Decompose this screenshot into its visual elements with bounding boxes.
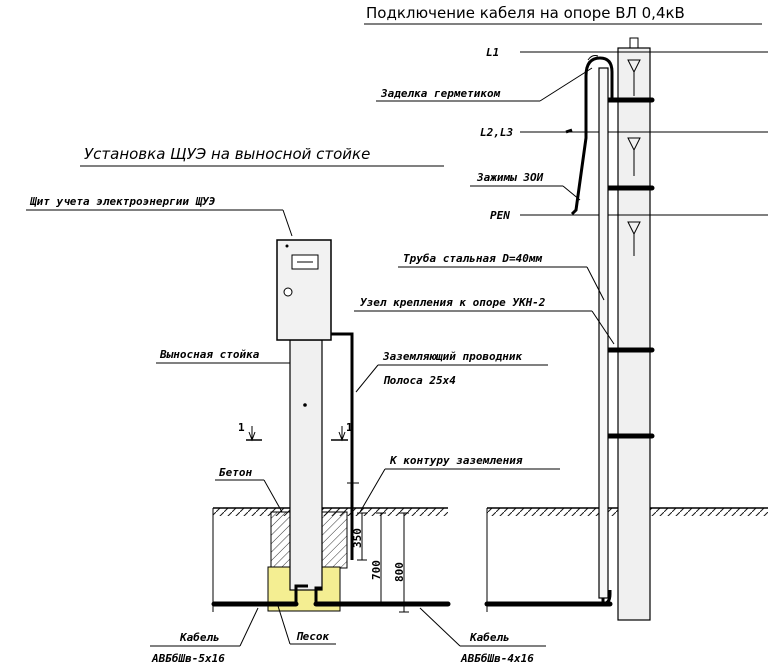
label-clamps: Зажимы ЗОИ bbox=[476, 171, 544, 184]
leader-mount bbox=[591, 310, 615, 345]
leader-sealant bbox=[539, 67, 593, 102]
section-mark-right: 1 bbox=[331, 421, 353, 442]
stand-post bbox=[289, 339, 323, 591]
label-meter-box: Щит учета электроэнергии ЩУЭ bbox=[29, 195, 215, 208]
leader-ground-cond bbox=[355, 364, 379, 393]
leader-concrete bbox=[263, 479, 283, 513]
label-cable-right: Кабель bbox=[469, 631, 510, 644]
leader-meter-box bbox=[282, 209, 293, 237]
meter-box bbox=[276, 239, 332, 341]
grounding-strip bbox=[331, 332, 354, 560]
pole bbox=[617, 47, 651, 621]
title-left: Установка ЩУЭ на выносной стойке bbox=[84, 145, 370, 163]
leader-to-ground bbox=[359, 468, 386, 513]
label-sand: Песок bbox=[296, 630, 329, 643]
label-concrete: Бетон bbox=[219, 466, 252, 479]
pole-top bbox=[629, 37, 639, 48]
leader-pipe bbox=[586, 266, 605, 301]
label-cable-left-type: АВБбШв-5х16 bbox=[151, 652, 225, 665]
label-l1: L1 bbox=[486, 46, 499, 59]
section-mark-left: 1 bbox=[238, 421, 262, 442]
svg-text:700: 700 bbox=[370, 560, 383, 580]
svg-text:800: 800 bbox=[393, 562, 406, 582]
stand-dot bbox=[303, 403, 307, 407]
label-pipe: Труба стальная D=40мм bbox=[403, 252, 542, 265]
dimension-350: 350 bbox=[351, 512, 367, 561]
label-ground-cond: Заземляющий проводник bbox=[382, 350, 522, 363]
label-strip: Полоса 25х4 bbox=[383, 374, 456, 387]
leader-clamps bbox=[562, 185, 581, 201]
label-cable-right-type: АВБбШв-4х16 bbox=[460, 652, 534, 665]
dimension-700: 700 bbox=[370, 512, 386, 605]
title-right: Подключение кабеля на опоре ВЛ 0,4кВ bbox=[366, 4, 685, 22]
cable-right bbox=[484, 590, 613, 607]
leader-cable-left bbox=[239, 607, 259, 647]
overhead-lines bbox=[520, 51, 768, 216]
dimension-800: 800 bbox=[393, 512, 409, 613]
label-l2l3: L2,L3 bbox=[480, 126, 513, 139]
label-to-ground: К контуру заземления bbox=[389, 454, 523, 467]
label-mount: Узел крепления к опоре УКН-2 bbox=[360, 296, 546, 309]
label-cable-left: Кабель bbox=[179, 631, 220, 644]
svg-text:1: 1 bbox=[238, 421, 245, 434]
leader-sand bbox=[277, 605, 291, 645]
label-sealant: Заделка герметиком bbox=[380, 87, 501, 100]
insulators bbox=[627, 59, 641, 256]
label-stand: Выносная стойка bbox=[159, 348, 260, 361]
svg-text:350: 350 bbox=[351, 528, 364, 548]
label-pen: PEN bbox=[490, 209, 510, 222]
pole-bands bbox=[605, 97, 655, 439]
leader-cable-right bbox=[419, 607, 461, 647]
svg-text:1: 1 bbox=[346, 421, 353, 434]
